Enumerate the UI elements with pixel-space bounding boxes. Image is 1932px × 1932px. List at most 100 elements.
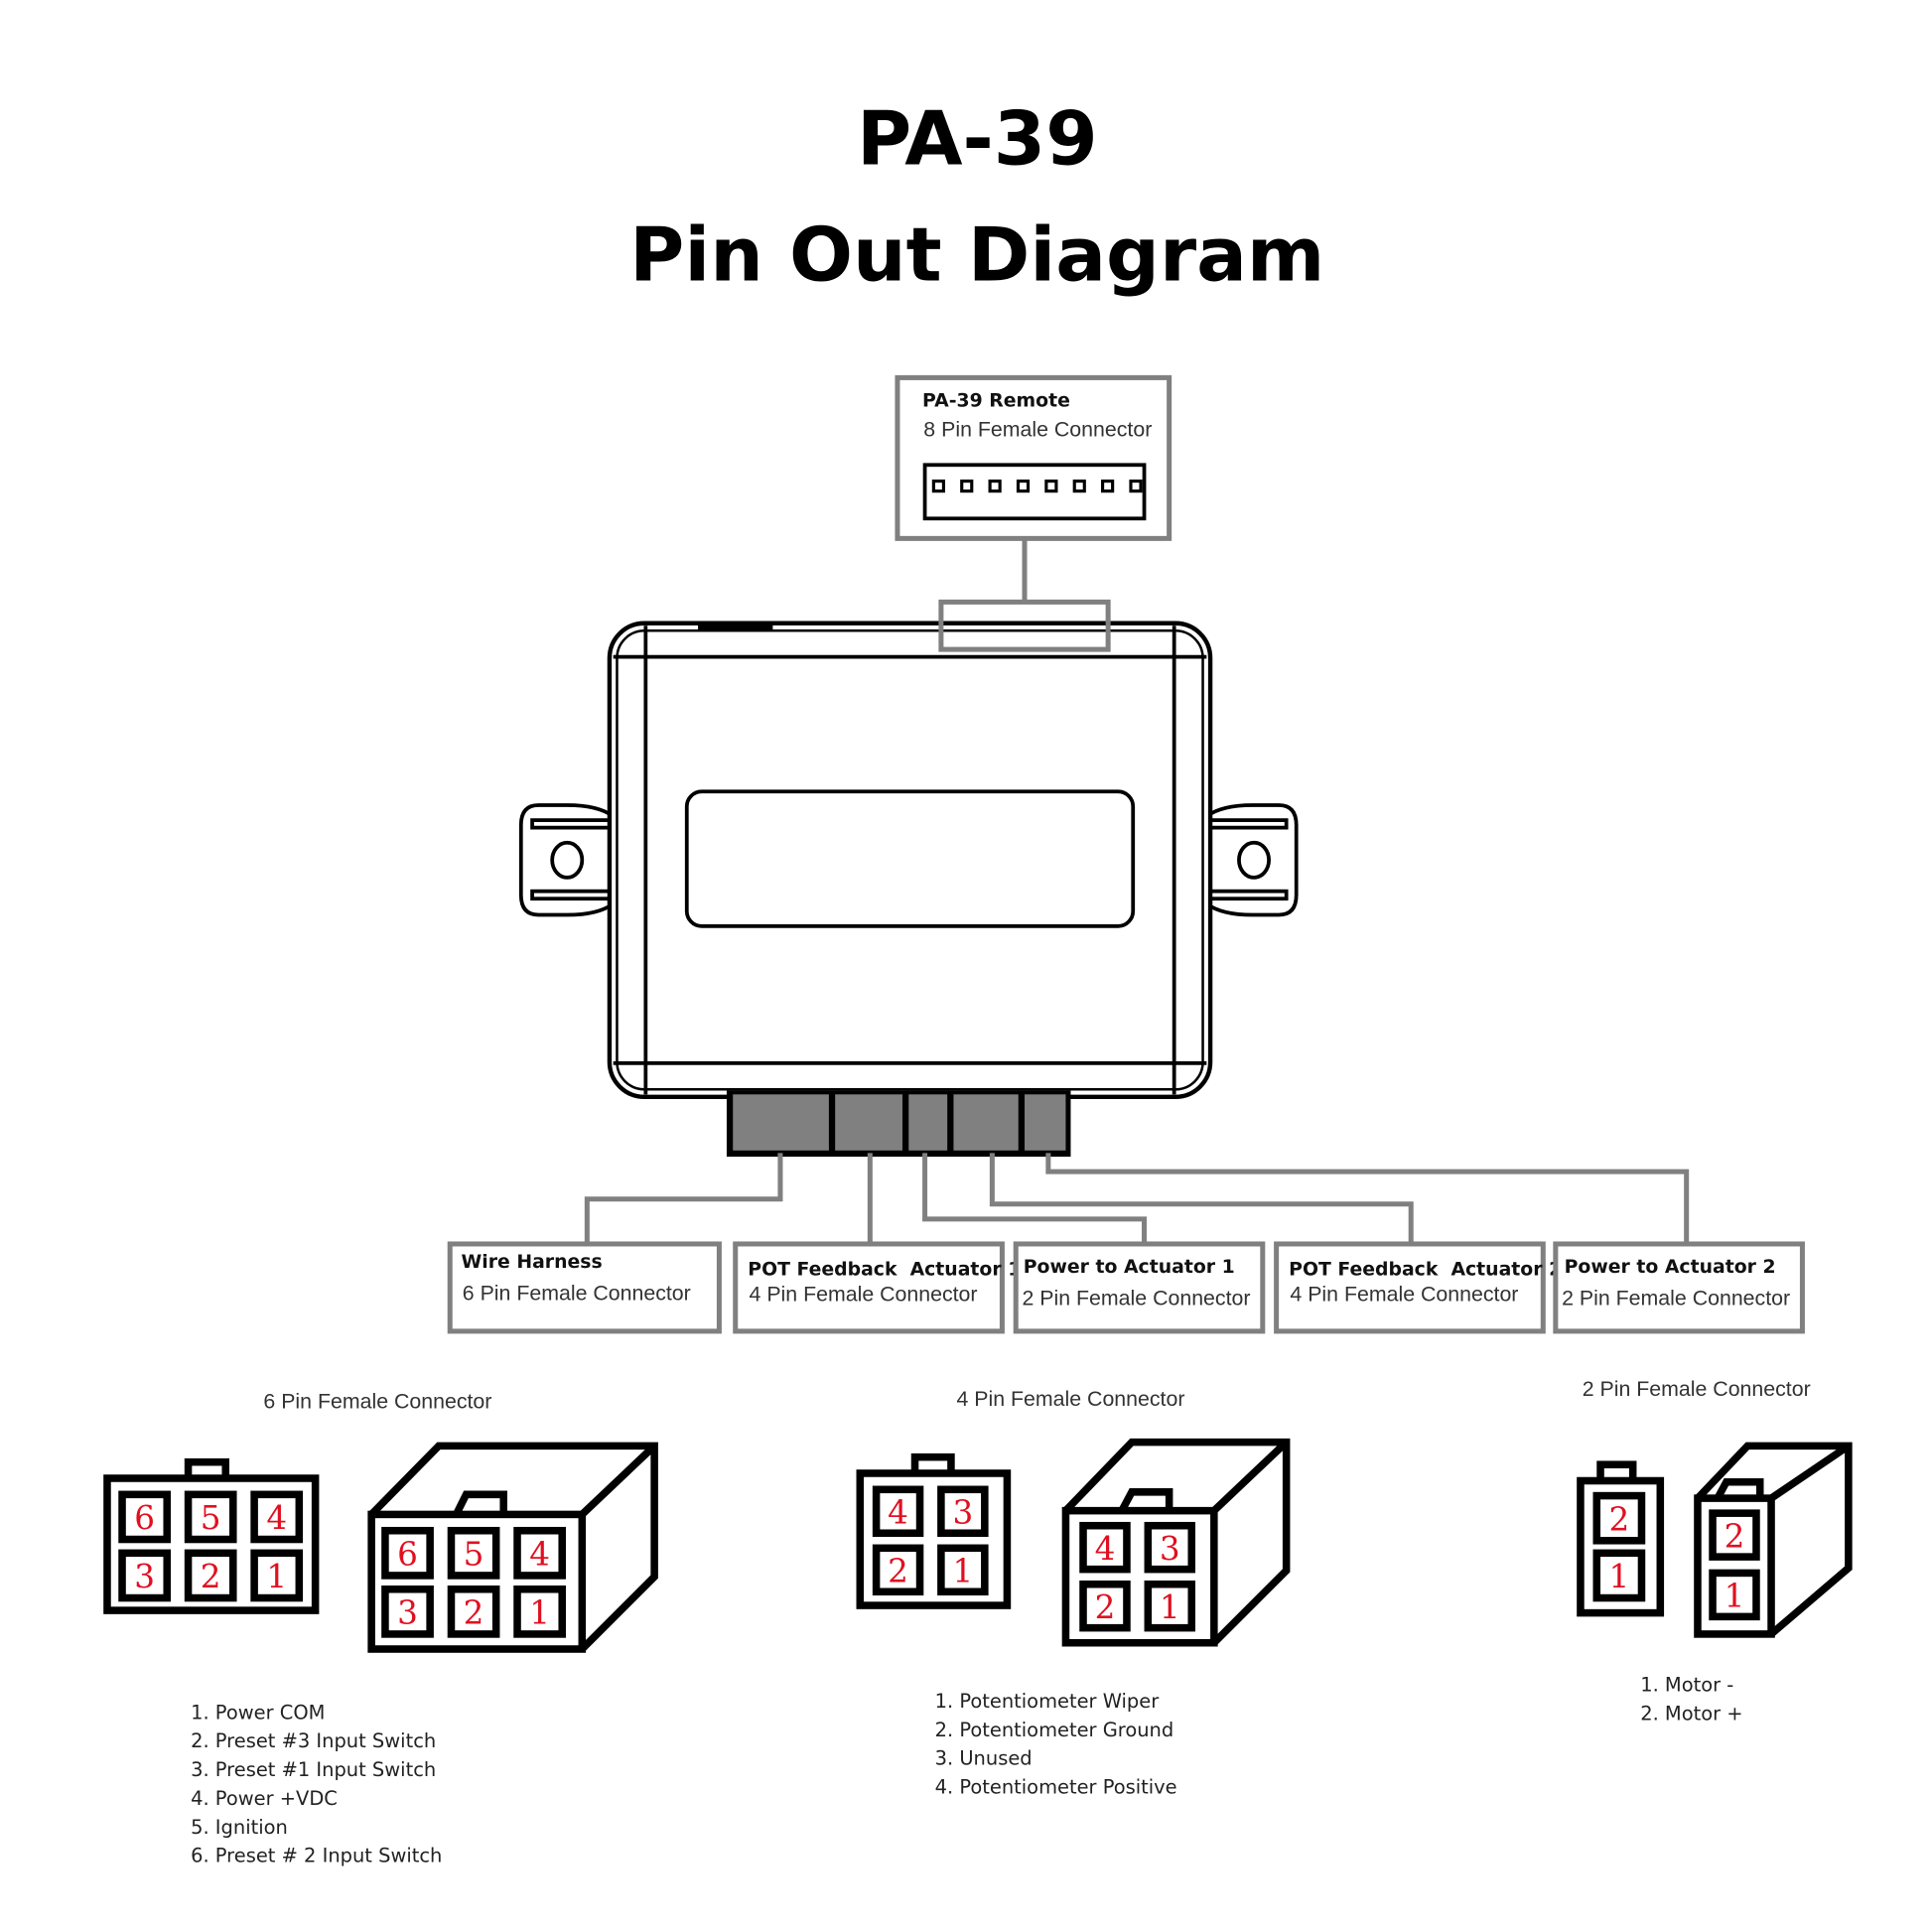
four-3d-pin-4-box <box>1079 1521 1131 1574</box>
four-pin-caption: 4 Pin Female Connector <box>956 1387 1184 1411</box>
port-subtitle: 2 Pin Female Connector <box>1562 1286 1790 1310</box>
port-title: POT Feedback Actuator 1 <box>748 1259 1021 1280</box>
six-pin-legend-item: 2. Preset #3 Input Switch <box>191 1729 436 1752</box>
four-pin-legend-item: 3. Unused <box>935 1747 1033 1770</box>
right-ear-slot-bottom <box>1206 889 1289 901</box>
six-front-pin-1-label: 1 <box>266 1558 287 1595</box>
four-front-pin-1-label: 1 <box>952 1553 973 1590</box>
callout-box <box>447 1241 722 1334</box>
two-pin-3d-edge <box>1768 1443 1851 1502</box>
six-3d-pin-6-label: 6 <box>397 1536 418 1574</box>
six-front-pin-2-label: 2 <box>201 1558 221 1595</box>
six-3d-pin-1-label: 1 <box>529 1594 550 1632</box>
six-3d-pin-5-label: 5 <box>464 1536 484 1574</box>
two-3d-pin-1-box <box>1709 1569 1760 1621</box>
remote-pin-7 <box>1101 480 1115 493</box>
six-front-pin-3-box <box>118 1549 172 1602</box>
port-title: Power to Actuator 2 <box>1565 1257 1776 1278</box>
wire-power-actuator-1-line <box>922 1153 1148 1244</box>
four-3d-pin-2-box <box>1079 1580 1131 1632</box>
four-front-pin-4-box <box>872 1485 924 1538</box>
port-title: Power to Actuator 1 <box>1024 1257 1235 1278</box>
six-pin-legend-item: 1. Power COM <box>191 1701 325 1724</box>
two-front-pin-2-box <box>1592 1491 1646 1545</box>
six-front-pin-1-box <box>250 1549 304 1602</box>
title-line-2: Pin Out Diagram <box>629 210 1324 298</box>
six-3d-pin-3-label: 3 <box>397 1594 418 1632</box>
port-subtitle: 4 Pin Female Connector <box>750 1283 978 1307</box>
remote-pin-row <box>931 480 1143 493</box>
two-pin-3d-latch <box>1714 1478 1764 1500</box>
two-pin-front-pins: 21 <box>1592 1491 1646 1602</box>
remote-pin-5 <box>1044 480 1058 493</box>
two-pin-legend: 1. Motor - 2. Motor + <box>1640 1674 1742 1725</box>
six-front-pin-4-label: 4 <box>266 1499 287 1537</box>
six-pin-3d-edge <box>579 1443 657 1518</box>
port-subtitle: 6 Pin Female Connector <box>463 1281 691 1305</box>
left-ear-slot-bottom <box>530 889 615 901</box>
four-pin-legend: 1. Potentiometer Wiper 2. Potentiometer G… <box>935 1690 1177 1799</box>
two-pin-connector-section: 2 Pin Female Connector 21 21 1. Motor -2… <box>1577 1377 1853 1725</box>
wire-pot-feedback-2-line <box>989 1153 1414 1244</box>
four-front-pin-1-box <box>937 1544 989 1596</box>
port-wire-harness <box>733 1094 829 1151</box>
left-ear-slot-top <box>530 818 615 830</box>
port-pot-feedback-1 <box>835 1094 902 1151</box>
four-3d-pin-3-box <box>1144 1521 1196 1574</box>
six-pin-legend-item: 4. Power +VDC <box>191 1787 338 1810</box>
remote-pin-8 <box>1129 480 1143 493</box>
port-callout-wire-harness: Wire Harness 6 Pin Female Connector <box>447 1241 722 1334</box>
four-front-pin-3-label: 3 <box>952 1494 973 1532</box>
two-pin-3d-pins: 21 <box>1709 1509 1760 1621</box>
six-3d-pin-2-box <box>447 1585 500 1638</box>
six-front-pin-6-box <box>118 1490 172 1544</box>
six-front-pin-5-box <box>184 1490 237 1544</box>
two-pin-legend-item: 2. Motor + <box>1640 1703 1742 1725</box>
six-pin-legend-item: 3. Preset #1 Input Switch <box>191 1758 436 1781</box>
two-front-pin-2-label: 2 <box>1608 1500 1629 1538</box>
six-pin-caption: 6 Pin Female Connector <box>263 1390 491 1414</box>
remote-pin-6 <box>1072 480 1086 493</box>
six-pin-3d-latch <box>453 1490 507 1517</box>
device-inner-shell <box>616 629 1204 1091</box>
port-callout-pot-feedback-1: POT Feedback Actuator 1 4 Pin Female Con… <box>733 1241 1021 1334</box>
six-front-pin-2-box <box>184 1549 237 1602</box>
four-pin-3d-edge <box>1211 1439 1290 1514</box>
wire-power-actuator-2-line <box>1045 1153 1690 1244</box>
four-pin-3d-latch <box>1118 1488 1173 1513</box>
six-pin-legend-item: 6. Preset # 2 Input Switch <box>191 1845 442 1867</box>
remote-pin-3 <box>988 480 1002 493</box>
remote-pin-4 <box>1016 480 1031 493</box>
four-front-pin-3-box <box>937 1485 989 1538</box>
port-callout-pot-feedback-2: POT Feedback Actuator 2 4 Pin Female Con… <box>1274 1241 1562 1334</box>
four-pin-legend-item: 2. Potentiometer Ground <box>935 1719 1174 1741</box>
six-3d-pin-5-box <box>447 1526 500 1580</box>
callout-box <box>1274 1241 1546 1334</box>
port-callout-power-actuator-2: Power to Actuator 2 2 Pin Female Connect… <box>1553 1241 1805 1334</box>
port-title: Wire Harness <box>462 1252 603 1273</box>
six-front-pin-4-box <box>250 1490 304 1544</box>
four-3d-pin-2-label: 2 <box>1095 1588 1116 1626</box>
callout-box <box>733 1241 1005 1334</box>
six-3d-pin-4-label: 4 <box>529 1536 550 1574</box>
port-subtitle: 4 Pin Female Connector <box>1290 1283 1518 1307</box>
callout-box <box>1553 1241 1805 1334</box>
four-pin-legend-item: 1. Potentiometer Wiper <box>935 1690 1160 1713</box>
six-3d-pin-4-box <box>513 1526 566 1580</box>
wire-harness-line <box>584 1153 783 1244</box>
remote-port-highlight <box>938 599 1111 652</box>
pa39-controller-device <box>518 599 1299 1158</box>
remote-subtitle: 8 Pin Female Connector <box>923 417 1152 441</box>
callout-box <box>1013 1241 1266 1334</box>
four-3d-pin-4-label: 4 <box>1095 1530 1116 1568</box>
right-mounting-hole-icon <box>1237 840 1271 880</box>
two-pin-legend-item: 1. Motor - <box>1640 1674 1733 1697</box>
six-front-pin-6-label: 6 <box>134 1499 155 1537</box>
two-front-pin-1-label: 1 <box>1608 1558 1629 1595</box>
